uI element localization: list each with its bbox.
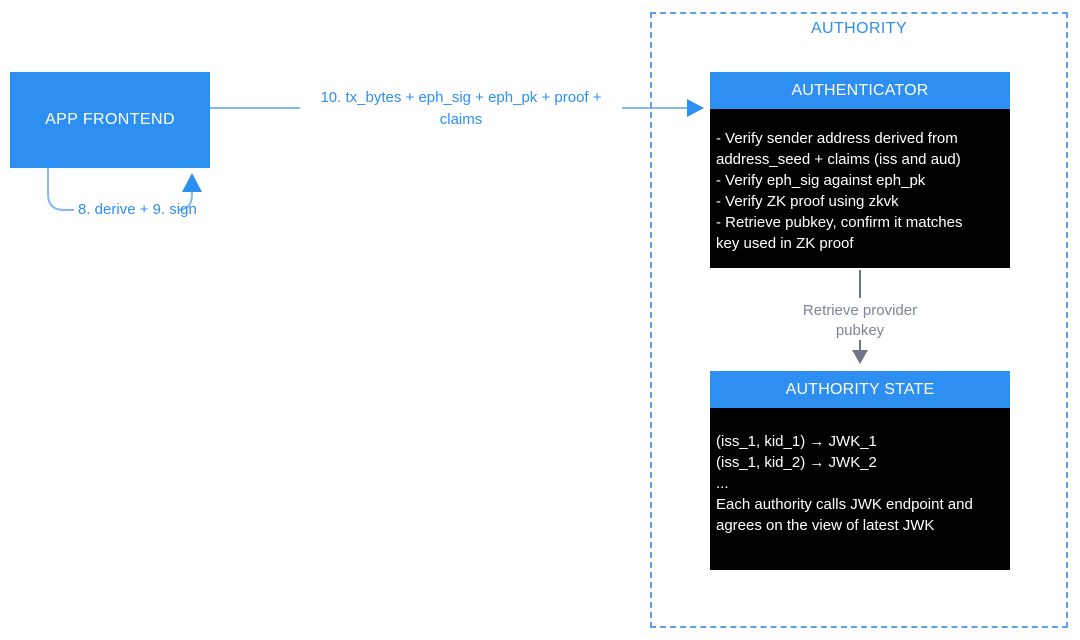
derive-sign-label: 8. derive + 9. sign <box>78 201 197 218</box>
derive-sign-arrow-out <box>47 168 74 211</box>
retrieve-pubkey-arrow <box>852 270 868 364</box>
authority-group-label: AUTHORITY <box>810 20 908 37</box>
app-frontend-label: APP FRONTEND <box>45 111 175 128</box>
tx-flow-label: 10. tx_bytes + eph_sig + eph_pk + proof … <box>300 87 622 131</box>
authenticator-header: AUTHENTICATOR <box>710 72 1010 109</box>
authority-state-header: AUTHORITY STATE <box>710 371 1010 408</box>
authority-state-title: AUTHORITY STATE <box>785 380 935 398</box>
derive-sign-arrow-in <box>177 190 193 211</box>
retrieve-pubkey-label: Retrieve provider pubkey <box>802 302 918 339</box>
authenticator-body: - Verify sender address derived from add… <box>710 109 1010 268</box>
authenticator-title: AUTHENTICATOR <box>791 81 929 99</box>
derive-sign-arrow <box>47 168 202 211</box>
retrieve-pubkey-arrowhead-icon <box>852 350 868 364</box>
tx-flow-arrowhead-icon <box>687 99 704 117</box>
authority-state-body: (iss_1, kid_1) → JWK_1 (iss_1, kid_2) → … <box>710 408 1010 570</box>
app-frontend-node: APP FRONTEND <box>10 72 210 168</box>
derive-sign-arrowhead-icon <box>182 173 202 192</box>
authority-container: AUTHORITY <box>650 12 1068 628</box>
